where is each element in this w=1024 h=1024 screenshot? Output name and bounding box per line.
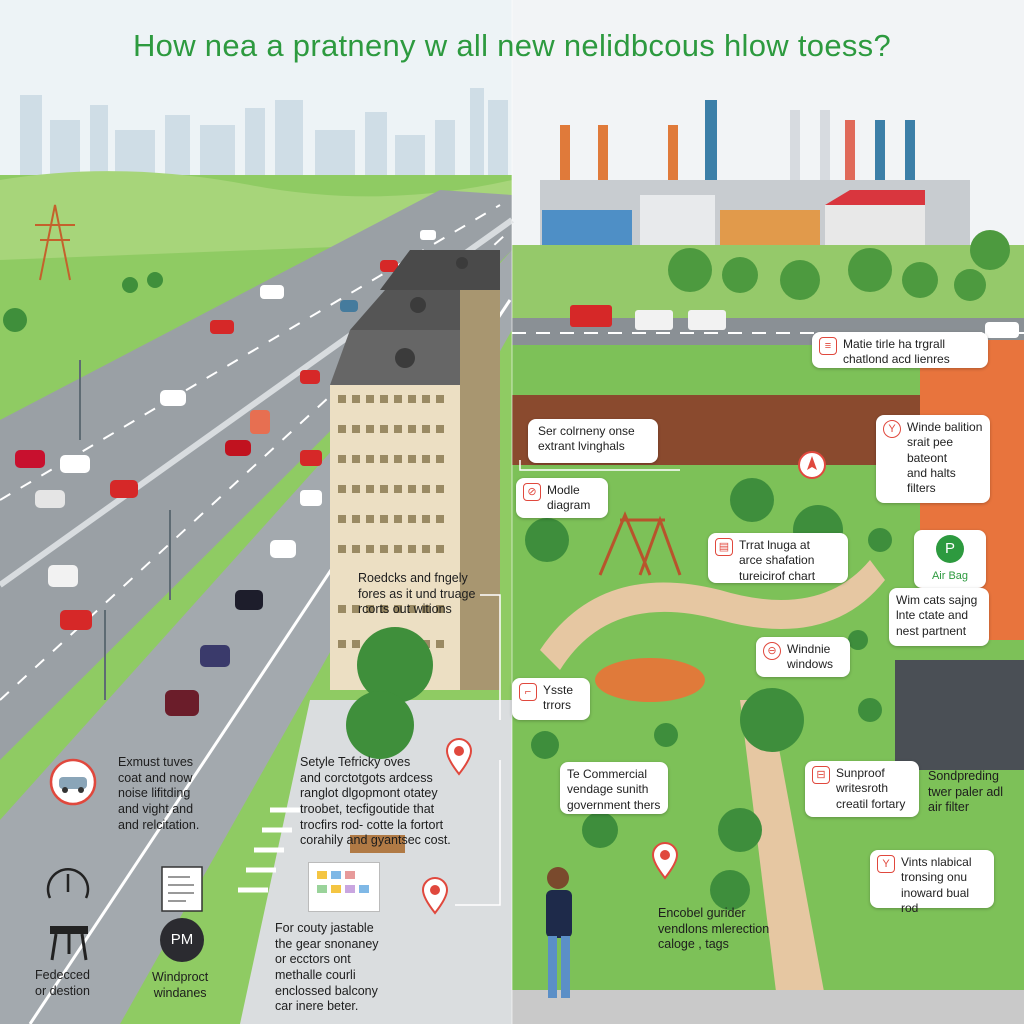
power-pylon [35,204,75,281]
parking-icon: P [936,535,964,563]
filter-icon: Y [883,420,901,438]
playground [598,511,682,576]
balcony-note: For couty jastable the gear snonaney or … [275,921,379,1014]
trucks [570,305,1019,338]
icon-label-2: Windproct windanes [152,970,209,1000]
sondpreding-note: Sondpreding twer paler adl air filter [928,769,1004,815]
location-pin-icon [420,877,450,915]
park-path [540,560,885,670]
trees-right-top [668,230,1010,301]
callout-module: ⊘Modle diagram [516,478,608,518]
lampposts [79,360,171,700]
encobel-note: Encobel gurider vendlons mlerection calo… [658,906,770,952]
crosswalk [238,807,300,893]
callout-commercial: Te Commercial vendage sunith government … [560,762,668,814]
connector-lines [455,460,680,906]
page-title: How nea a pratneny w all new nelidbcous … [132,28,891,63]
callout-treat: ▤Trrat lnuga at arce shafation tureiciro… [708,533,848,583]
person [546,867,572,998]
grey-building [895,660,1024,770]
trees-left [3,272,433,759]
location-pin-icon [650,842,680,880]
window-icon: ⊖ [763,642,781,660]
bench [350,835,405,853]
icon-label-1: Fedecced or destion [35,968,90,998]
callout-ysste: ⌐Ysste trrors [512,678,590,720]
chat-icon: ≡ [819,337,837,355]
sun-icon: ⊟ [812,766,830,784]
callout-ser: Ser colrneny onse extrant lvinghals [528,419,658,463]
cars [15,230,436,716]
sticky-notes-icon [308,862,380,912]
play-area [595,658,705,702]
city-skyline [20,88,508,175]
pm-filter-icon: PM [160,918,204,962]
setyle-note: Setyle Tefricky oves and corctotgots ard… [300,755,451,848]
right-sidewalk [512,990,1024,1024]
pm-icon-text: PM [170,931,194,948]
callout-sunproof: ⊟Sunproof writesroth creatil fortary [805,761,919,817]
chart-icon: ▤ [715,538,733,556]
document-icon [160,865,204,913]
park-path [740,700,830,1024]
location-pin-icon [797,450,827,488]
trees-park [525,478,892,910]
callout-windmie: ⊖Windnie windows [756,637,850,677]
window-grid [338,395,444,648]
apartment-building [330,250,500,690]
exhaust-note: Exmust tuves coat and now noise lifitdin… [118,755,200,832]
car-badge-icon [48,757,98,807]
vent-icon: Y [877,855,895,873]
filter-stand-icon [46,920,92,962]
lane-line [0,234,506,701]
callout-top: ≡Matie tirle ha trgrall chatlond acd lie… [812,332,988,368]
factory [540,100,970,280]
callout-airbag: P Air Bag [914,530,986,588]
alert-icon: ⌐ [519,683,537,701]
location-pin-icon [444,738,474,776]
callout-wim: Wim cats sajng lnte ctate and nest partn… [889,588,989,646]
window-note: Roedcks and fngely fores as it und truag… [358,571,476,617]
gauge-icon [42,862,94,914]
diagram-icon: ⊘ [523,483,541,501]
